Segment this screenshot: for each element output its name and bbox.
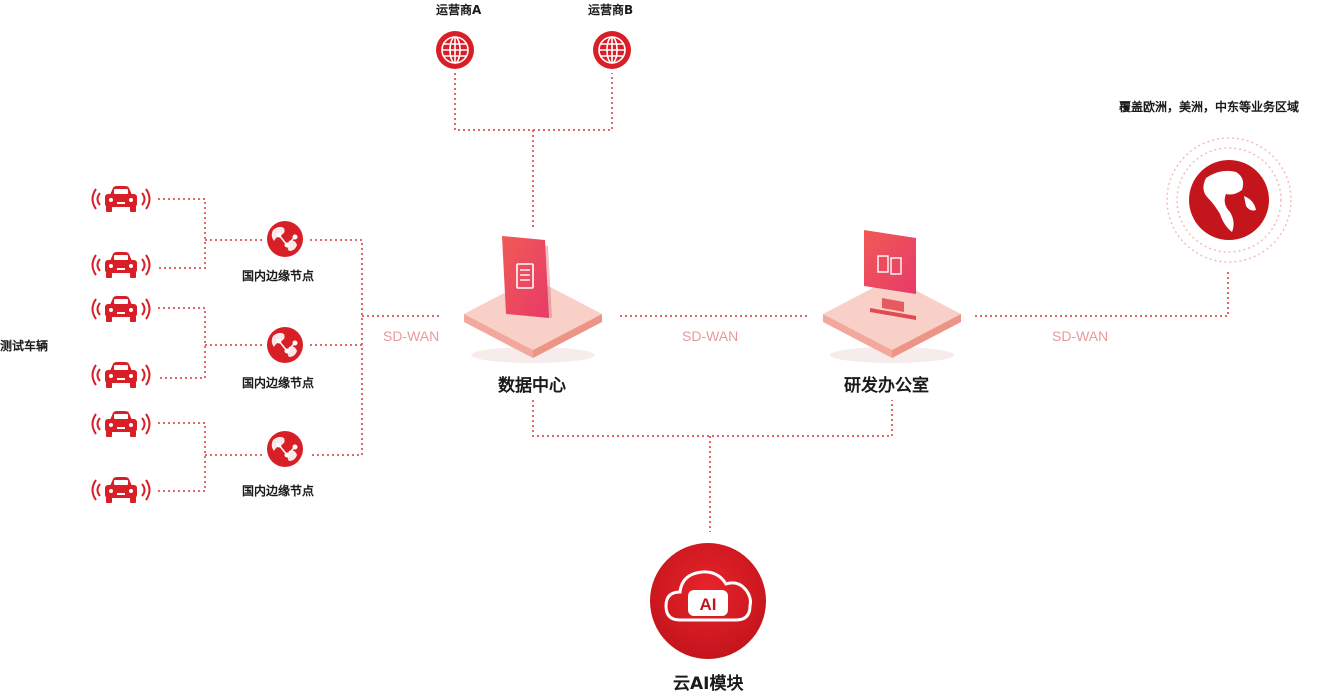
edge-node-label: 国内边缘节点 bbox=[242, 376, 315, 390]
car-signal-icon bbox=[91, 476, 151, 504]
rd-office-label: 研发办公室 bbox=[844, 376, 929, 396]
car-signal-icon bbox=[91, 295, 151, 323]
vehicle-group bbox=[91, 185, 151, 504]
sd-wan-label: SD-WAN bbox=[682, 328, 739, 344]
network-globe-icon bbox=[266, 326, 304, 364]
office-platform bbox=[823, 230, 961, 363]
globe-grid-icon bbox=[435, 30, 475, 70]
cloud-ai-icon: AI bbox=[650, 543, 766, 659]
car-signal-icon bbox=[91, 410, 151, 438]
car-signal-icon bbox=[91, 185, 151, 213]
ai-badge-text: AI bbox=[700, 595, 717, 614]
document-panel-icon bbox=[502, 236, 549, 318]
operator-b-label: 运营商B bbox=[588, 3, 634, 17]
datacenter-platform bbox=[464, 236, 602, 363]
coverage-label: 覆盖欧洲，美洲，中东等业务区域 bbox=[1119, 100, 1300, 114]
sd-wan-label: SD-WAN bbox=[1052, 328, 1109, 344]
monitor-icon bbox=[864, 230, 916, 294]
globe-grid-icon bbox=[592, 30, 632, 70]
test-vehicles-label: 测试车辆 bbox=[0, 339, 49, 353]
data-center-label: 数据中心 bbox=[498, 376, 566, 396]
operator-a-label: 运营商A bbox=[436, 3, 482, 17]
world-map-icon bbox=[1166, 137, 1292, 263]
cloud-ai-label: 云AI模块 bbox=[673, 674, 744, 694]
car-signal-icon bbox=[91, 361, 151, 389]
network-globe-icon bbox=[266, 430, 304, 468]
network-globe-icon bbox=[266, 220, 304, 258]
car-signal-icon bbox=[91, 251, 151, 279]
connector-lines bbox=[158, 73, 1229, 532]
sd-wan-label: SD-WAN bbox=[383, 328, 440, 344]
edge-node-label: 国内边缘节点 bbox=[242, 269, 315, 283]
edge-node-label: 国内边缘节点 bbox=[242, 484, 315, 498]
